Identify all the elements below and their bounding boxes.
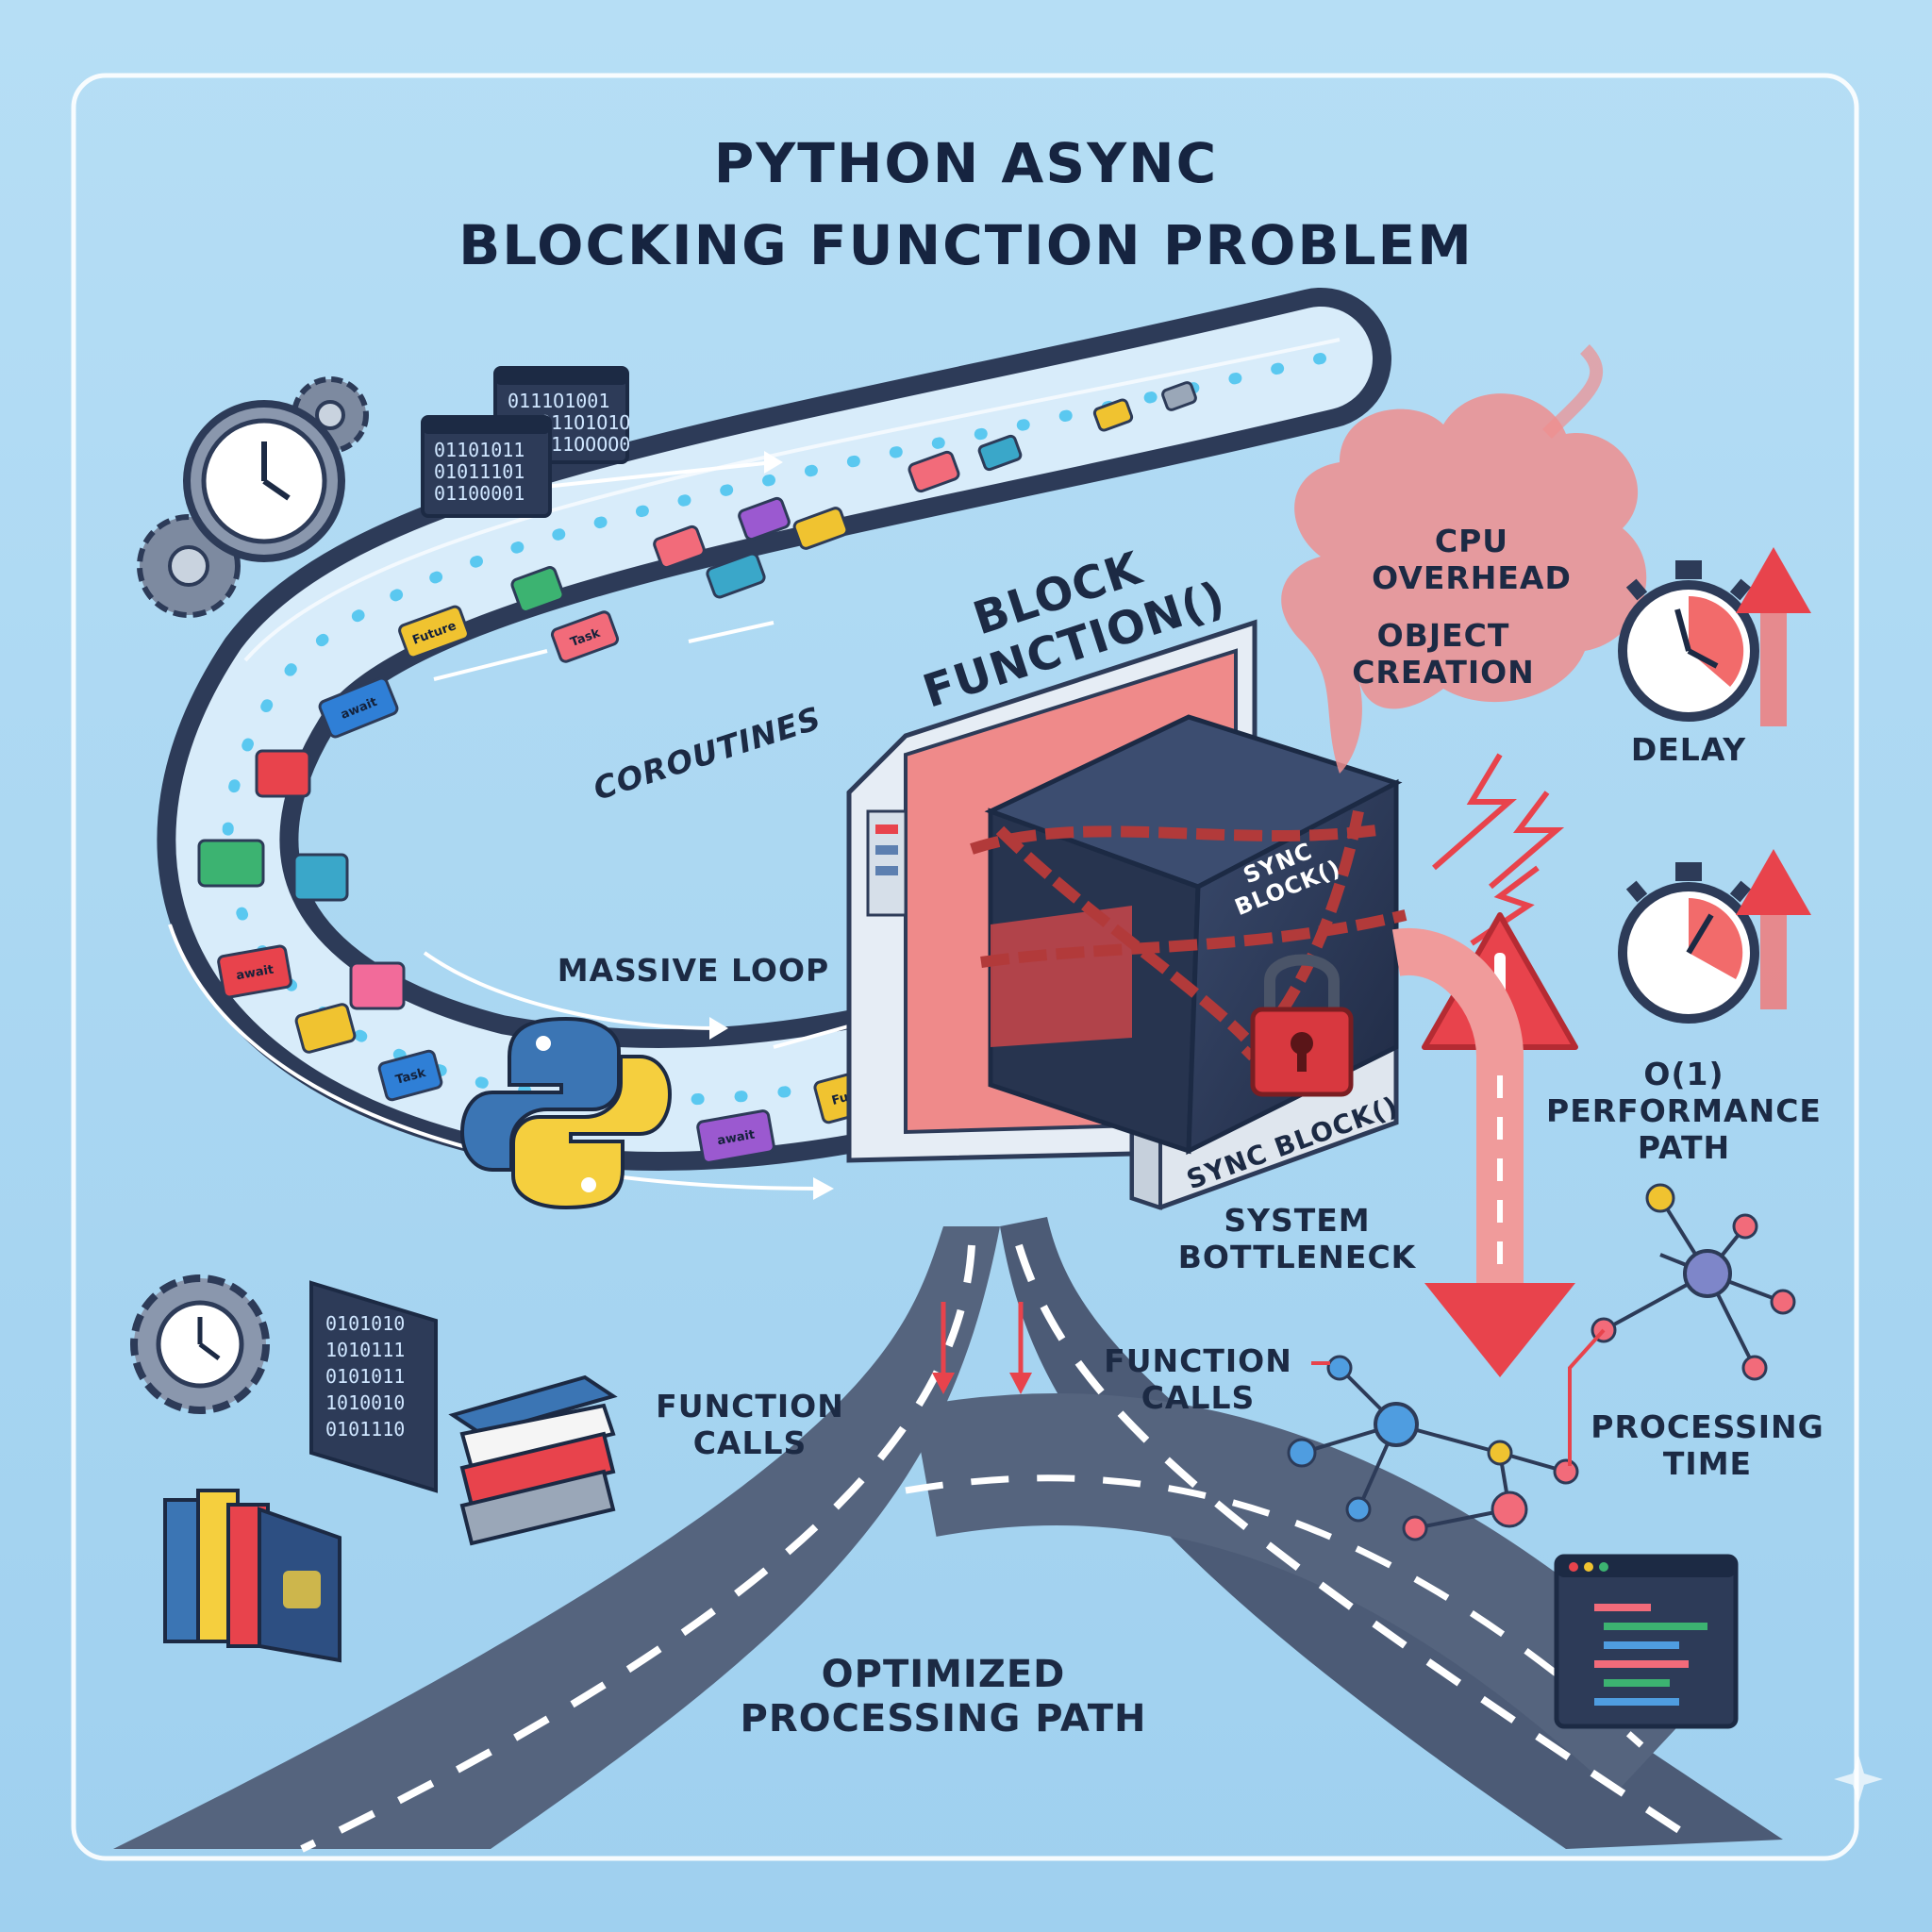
processing-time-line2: TIME bbox=[1662, 1444, 1753, 1482]
page-title-line2: BLOCKING FUNCTION PROBLEM bbox=[458, 213, 1474, 277]
performance-path-line3: PATH bbox=[1637, 1128, 1731, 1166]
python-logo-icon bbox=[459, 1016, 673, 1210]
overhead-cloud bbox=[1281, 344, 1647, 774]
cpu-overhead-label: CPU OVERHEAD bbox=[1321, 523, 1623, 597]
function-calls-right-label: FUNCTION CALLS bbox=[1052, 1342, 1344, 1417]
binary-line: 1010111 bbox=[325, 1339, 405, 1361]
binary-line: 1010010 bbox=[325, 1391, 405, 1414]
stopwatch-icon bbox=[1618, 560, 1759, 722]
object-creation-line1: OBJECT bbox=[1376, 617, 1510, 654]
optimized-path-label: OPTIMIZED PROCESSING PATH bbox=[679, 1653, 1208, 1741]
performance-up-arrow bbox=[1736, 849, 1811, 1009]
system-bottleneck-label: SYSTEM BOTTLENECK bbox=[1141, 1202, 1453, 1276]
object-creation-label: OBJECT CREATION bbox=[1292, 617, 1594, 691]
roads bbox=[113, 1217, 1783, 1853]
performance-path-label: O(1) PERFORMANCE PATH bbox=[1528, 1056, 1840, 1167]
binary-code-window: 0101010 1010111 0101011 1010010 0101110 bbox=[309, 1280, 438, 1493]
binary-line: O11O1O1O bbox=[540, 411, 630, 434]
massive-loop-label: MASSIVE LOOP bbox=[557, 952, 830, 989]
optimized-path-line1: OPTIMIZED bbox=[821, 1653, 1066, 1696]
object-creation-line2: CREATION bbox=[1352, 653, 1535, 691]
optimized-path-line2: PROCESSING PATH bbox=[740, 1697, 1147, 1741]
function-calls-left-label: FUNCTION CALLS bbox=[604, 1388, 896, 1462]
page-title: PYTHON ASYNC BLOCKING FUNCTION PROBLEM bbox=[117, 123, 1815, 287]
network-graph-icon bbox=[1287, 1183, 1796, 1541]
binary-line: 01100001 bbox=[434, 482, 525, 505]
performance-path-line2: PERFORMANCE bbox=[1546, 1091, 1822, 1129]
delay-up-arrow bbox=[1736, 547, 1811, 726]
binary-line: 01101011 bbox=[434, 439, 525, 461]
books-icon bbox=[163, 1374, 618, 1663]
binary-line: 01011101 bbox=[434, 460, 525, 483]
cpu-overhead-line1: CPU bbox=[1434, 523, 1509, 559]
bottleneck-arrow bbox=[1391, 927, 1575, 1377]
cpu-overhead-line2: OVERHEAD bbox=[1372, 558, 1572, 596]
code-window-icon bbox=[1554, 1554, 1739, 1729]
binary-line: O11OOOO0 bbox=[540, 433, 630, 456]
function-calls-right-line2: CALLS bbox=[1141, 1378, 1256, 1416]
chip-await: await bbox=[235, 963, 275, 984]
delay-label: DELAY bbox=[1630, 731, 1747, 768]
clock-gear-icon bbox=[130, 1274, 270, 1414]
system-bottleneck-line1: SYSTEM bbox=[1224, 1202, 1371, 1239]
binary-line: 0101110 bbox=[325, 1418, 405, 1441]
stopwatch-icon bbox=[1618, 862, 1759, 1024]
binary-code-window: 0111O1001 O11O1O1O O11OOOO0 01101011 010… bbox=[421, 366, 630, 518]
processing-time-line1: PROCESSING bbox=[1591, 1408, 1824, 1445]
clock-gear-icon bbox=[137, 376, 369, 618]
sparkle-icon bbox=[1834, 1755, 1883, 1804]
chip-await: await bbox=[716, 1128, 756, 1149]
function-calls-left-line1: FUNCTION bbox=[656, 1388, 844, 1424]
binary-line: 0111O1001 bbox=[508, 390, 609, 412]
function-calls-left-line2: CALLS bbox=[692, 1424, 808, 1461]
processing-time-label: PROCESSING TIME bbox=[1566, 1408, 1849, 1483]
binary-line: 0101011 bbox=[325, 1365, 405, 1388]
binary-line: 0101010 bbox=[325, 1312, 405, 1335]
frame-border bbox=[71, 73, 1859, 1861]
function-calls-right-line1: FUNCTION bbox=[1104, 1342, 1292, 1379]
system-bottleneck-line2: BOTTLENECK bbox=[1177, 1238, 1417, 1275]
performance-path-line1: O(1) bbox=[1643, 1056, 1724, 1092]
padlock-icon bbox=[1250, 954, 1354, 1097]
page-title-line1: PYTHON ASYNC bbox=[713, 131, 1219, 195]
